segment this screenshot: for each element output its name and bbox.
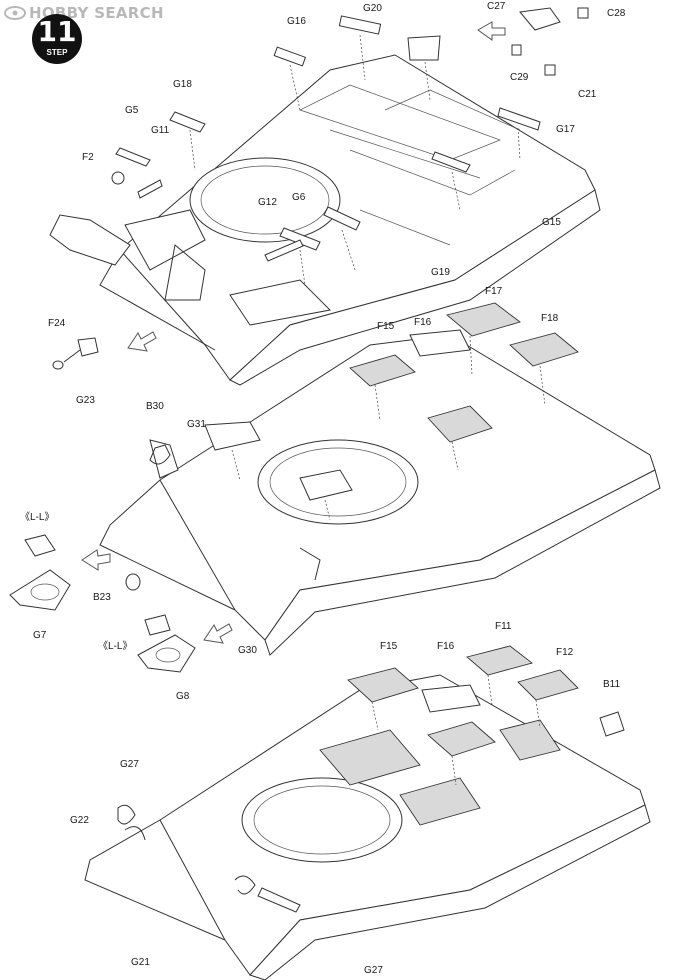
part-label-g15: G15	[542, 217, 561, 228]
part-label-f2: F2	[82, 152, 94, 163]
part-label-c28: C28	[607, 8, 626, 19]
grill-f17-mid	[446, 302, 521, 337]
part-label-g27-bot: G27	[364, 965, 383, 976]
part-label-f11: F11	[495, 621, 512, 632]
part-label-g6: G6	[292, 192, 306, 203]
part-label-c29: C29	[510, 72, 529, 83]
part-label-f24: F24	[48, 318, 66, 329]
part-label-g5: G5	[125, 105, 139, 116]
grill-f15-mid	[349, 354, 416, 387]
part-label-f18: F18	[541, 313, 559, 324]
part-label-g30: G30	[238, 645, 257, 656]
part-label-c27: C27	[487, 1, 506, 12]
part-label-g31: G31	[187, 419, 206, 430]
part-label-c21: C21	[578, 89, 597, 100]
part-label-g8: G8	[176, 691, 190, 702]
step-badge: 11 STEP	[32, 14, 82, 64]
part-label-g12: G12	[258, 197, 277, 208]
part-label-g7: G7	[33, 630, 47, 641]
grill-f18-mid	[509, 332, 579, 367]
step-number: 11	[37, 15, 77, 48]
part-label-ll-1: 《L-L》	[20, 512, 55, 523]
part-label-g17: G17	[556, 124, 575, 135]
part-label-g20: G20	[363, 3, 382, 14]
part-label-g21: G21	[131, 957, 150, 968]
part-label-g22: G22	[70, 815, 89, 826]
hull-diagram-middle	[9, 302, 661, 673]
part-label-g18: G18	[173, 79, 192, 90]
part-label-g23: G23	[76, 395, 95, 406]
part-label-f17: F17	[485, 286, 503, 297]
part-label-g11: G11	[151, 125, 170, 136]
part-label-g16: G16	[287, 16, 306, 27]
part-label-g27-top: G27	[120, 759, 139, 770]
step-word: STEP	[46, 48, 68, 57]
part-label-b23: B23	[93, 592, 111, 603]
part-label-ll-2: 《L-L》	[98, 641, 133, 652]
part-label-b30: B30	[146, 401, 164, 412]
hull-diagram-bottom	[84, 645, 651, 980]
part-label-f15-bot: F15	[380, 641, 398, 652]
part-label-f16-bot: F16	[437, 641, 455, 652]
part-label-g19: G19	[431, 267, 450, 278]
watermark: HOBBY SEARCH	[4, 4, 164, 22]
part-label-f15-mid: F15	[377, 321, 395, 332]
hull-diagram-top	[49, 7, 601, 386]
part-label-f12: F12	[556, 647, 574, 658]
part-label-b11: B11	[603, 679, 621, 690]
hobby-search-logo-icon	[4, 6, 26, 20]
part-label-f16-mid: F16	[414, 317, 432, 328]
